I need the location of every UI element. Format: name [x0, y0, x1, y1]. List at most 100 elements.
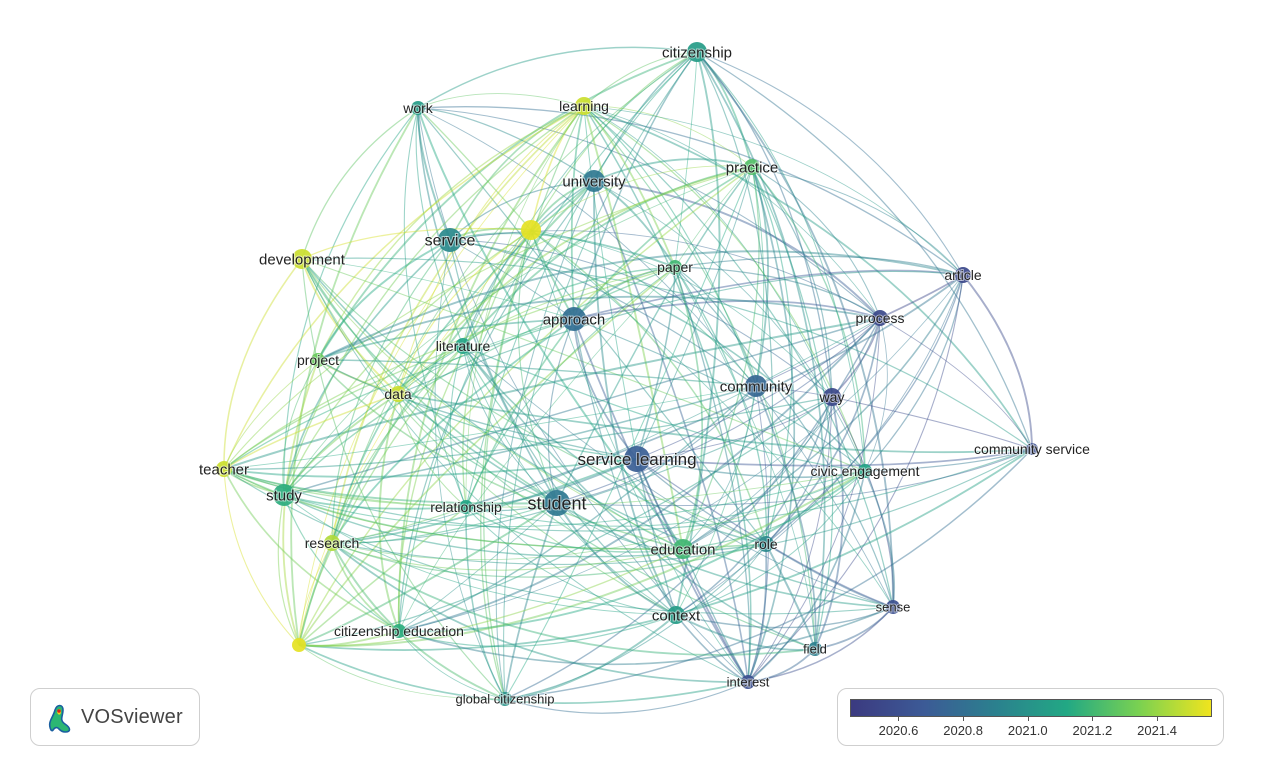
node-education[interactable] — [673, 539, 693, 559]
node-label-citizenship-education[interactable]: citizenship education — [333, 622, 465, 640]
node-label-project[interactable]: project — [296, 351, 340, 369]
node-label-student[interactable]: student — [526, 492, 587, 514]
node-label-learning[interactable]: learning — [558, 97, 610, 115]
node-field[interactable] — [808, 642, 822, 656]
edge-paper-study — [283, 266, 676, 496]
node-label-process[interactable]: process — [854, 309, 905, 327]
node-label-practice[interactable]: practice — [725, 158, 780, 177]
node-unlabeled-1[interactable] — [521, 220, 541, 240]
node-label-way[interactable]: way — [818, 388, 846, 406]
node-interest[interactable] — [741, 675, 755, 689]
node-label-data[interactable]: data — [383, 385, 412, 403]
node-label-civic-engagement[interactable]: civic engagement — [810, 462, 921, 480]
node-label-community[interactable]: community — [719, 377, 794, 396]
node-literature[interactable] — [455, 338, 471, 354]
node-label-service[interactable]: service — [424, 232, 477, 251]
node-label-literature[interactable]: literature — [435, 337, 492, 355]
node-label-article[interactable]: article — [943, 266, 983, 284]
edge-university-process — [593, 180, 881, 319]
edge-paper-article — [674, 255, 964, 276]
edge-practice-process — [751, 166, 881, 319]
node-label-education[interactable]: education — [649, 540, 716, 559]
edge-community-education — [682, 385, 757, 550]
edge-teacher-unlabeled-2 — [223, 468, 300, 646]
node-approach[interactable] — [562, 307, 586, 331]
node-label-study[interactable]: study — [265, 486, 303, 505]
node-label-field[interactable]: field — [802, 641, 828, 658]
legend-tick — [898, 716, 900, 721]
node-research[interactable] — [324, 535, 340, 551]
node-practice[interactable] — [744, 159, 760, 175]
edge-process-community — [755, 317, 881, 387]
edge-student-research — [331, 502, 558, 544]
edge-work-learning — [417, 93, 585, 109]
node-label-interest[interactable]: interest — [726, 674, 771, 691]
node-community[interactable] — [745, 375, 767, 397]
node-teacher[interactable] — [216, 461, 232, 477]
edge-learning-field — [583, 105, 816, 650]
edge-service-learning-context — [636, 458, 677, 616]
node-label-service-learning[interactable]: service learning — [576, 449, 697, 470]
edge-relationship-research — [331, 506, 467, 544]
node-label-development[interactable]: development — [258, 250, 347, 269]
edge-literature-study — [283, 345, 464, 496]
edge-paper-sense — [674, 266, 894, 608]
edge-study-citizenship-education — [283, 494, 400, 632]
edge-literature-research — [331, 345, 464, 544]
edge-practice-teacher — [223, 166, 753, 470]
node-label-approach[interactable]: approach — [542, 310, 607, 329]
node-process[interactable] — [872, 310, 888, 326]
edge-relationship-education — [465, 506, 684, 553]
edge-citizenship-literature — [462, 51, 698, 347]
node-service-learning[interactable] — [624, 446, 650, 472]
node-service[interactable] — [438, 228, 462, 252]
edge-research-citizenship-education — [331, 542, 400, 632]
node-citizenship-education[interactable] — [392, 624, 406, 638]
node-label-sense[interactable]: sense — [875, 599, 912, 616]
node-community-service[interactable] — [1026, 443, 1038, 455]
node-civic-engagement[interactable] — [858, 464, 872, 478]
node-label-role[interactable]: role — [753, 535, 779, 553]
node-paper[interactable] — [668, 260, 682, 274]
node-label-context[interactable]: context — [651, 606, 702, 625]
node-global-citizenship[interactable] — [498, 692, 512, 706]
node-label-paper[interactable]: paper — [656, 258, 694, 276]
edge-citizenship-field — [696, 51, 826, 650]
node-way[interactable] — [823, 388, 841, 406]
node-development[interactable] — [292, 249, 312, 269]
node-label-citizenship[interactable]: citizenship — [661, 43, 733, 62]
edge-development-teacher — [223, 258, 303, 470]
edge-student-education — [556, 502, 684, 550]
vosviewer-logo[interactable]: VOSviewer — [30, 688, 200, 746]
node-unlabeled-2[interactable] — [292, 638, 306, 652]
node-data[interactable] — [390, 386, 406, 402]
node-context[interactable] — [667, 606, 685, 624]
node-study[interactable] — [273, 484, 295, 506]
node-label-relationship[interactable]: relationship — [429, 498, 503, 516]
legend-tick-label: 2021.4 — [1137, 723, 1177, 738]
node-label-university[interactable]: university — [561, 172, 627, 191]
edge-learning-education — [583, 105, 684, 550]
node-label-community-service[interactable]: community service — [973, 440, 1091, 458]
edge-work-relationship — [403, 107, 467, 508]
node-university[interactable] — [583, 170, 605, 192]
edge-unlabeled-1-data — [397, 229, 532, 395]
node-label-global-citizenship[interactable]: global citizenship — [454, 691, 555, 708]
node-work[interactable] — [411, 101, 425, 115]
node-sense[interactable] — [886, 600, 900, 614]
node-label-teacher[interactable]: teacher — [198, 460, 250, 479]
edge-paper-relationship — [465, 266, 676, 508]
node-relationship[interactable] — [459, 500, 473, 514]
node-student[interactable] — [544, 490, 570, 516]
node-article[interactable] — [955, 267, 971, 283]
node-citizenship[interactable] — [687, 42, 707, 62]
edge-student-global-citizenship — [504, 502, 558, 700]
node-role[interactable] — [758, 536, 774, 552]
node-label-research[interactable]: research — [304, 534, 360, 552]
node-label-work[interactable]: work — [401, 99, 435, 117]
edge-process-civic-engagement — [864, 317, 888, 472]
node-project[interactable] — [311, 353, 325, 367]
edge-work-development — [301, 107, 419, 260]
node-learning[interactable] — [575, 97, 593, 115]
